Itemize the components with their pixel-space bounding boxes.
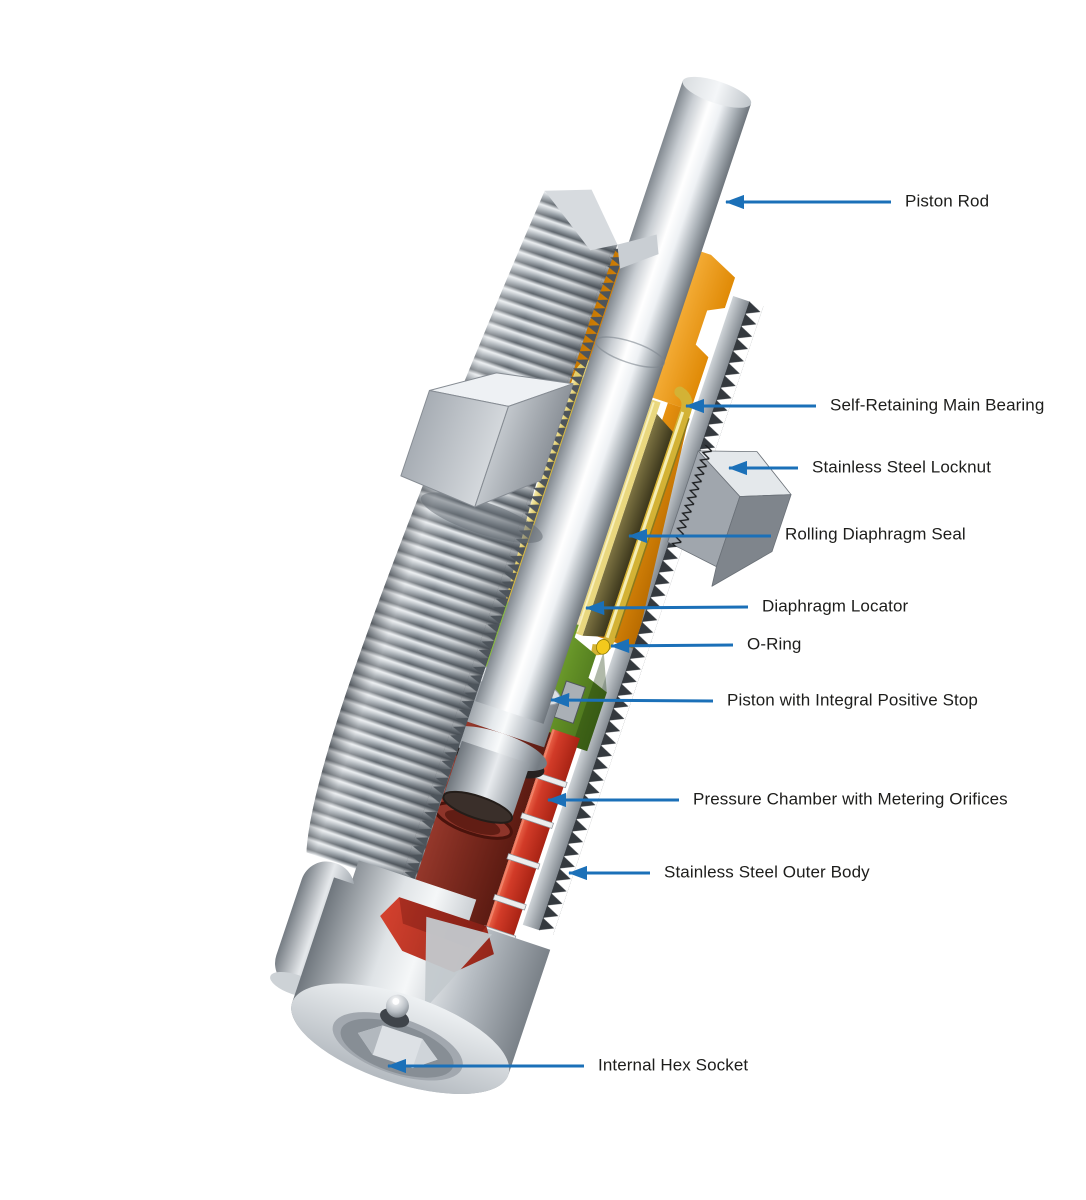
cutaway-notch bbox=[424, 916, 493, 1010]
callout-arrows bbox=[387, 194, 891, 1074]
arrow-diaphragm-locator bbox=[585, 600, 749, 616]
label-self-retaining-main-bearing: Self-Retaining Main Bearing bbox=[830, 395, 1045, 415]
arrow-piston-with-integral-positive-stop bbox=[550, 692, 714, 708]
stainless-steel-outer-body bbox=[306, 189, 659, 888]
check-ball bbox=[385, 994, 409, 1018]
label-pressure-chamber-with-metering-orifices: Pressure Chamber with Metering Orifices bbox=[693, 789, 1008, 809]
label-o-ring: O-Ring bbox=[747, 634, 802, 654]
metering-orifices bbox=[482, 771, 568, 942]
label-stainless-steel-outer-body: Stainless Steel Outer Body bbox=[664, 862, 870, 882]
label-rolling-diaphragm-seal: Rolling Diaphragm Seal bbox=[785, 524, 966, 544]
shock-absorber-assembly bbox=[270, 76, 792, 1094]
arrow-o-ring bbox=[610, 638, 734, 654]
hex-flange-nut bbox=[400, 372, 574, 508]
locknut-thread-engagement bbox=[669, 444, 714, 549]
nut-collar-shadow bbox=[420, 492, 543, 544]
label-internal-hex-socket: Internal Hex Socket bbox=[598, 1055, 749, 1075]
internal-hex-socket bbox=[332, 1012, 463, 1081]
label-piston-rod: Piston Rod bbox=[905, 191, 990, 211]
label-stainless-steel-locknut: Stainless Steel Locknut bbox=[812, 457, 992, 477]
cavity bbox=[582, 413, 673, 637]
piston-rod bbox=[475, 76, 752, 724]
label-diaphragm-locator: Diaphragm Locator bbox=[762, 596, 909, 616]
label-piston-with-integral-positive-stop: Piston with Integral Positive Stop bbox=[727, 690, 978, 710]
